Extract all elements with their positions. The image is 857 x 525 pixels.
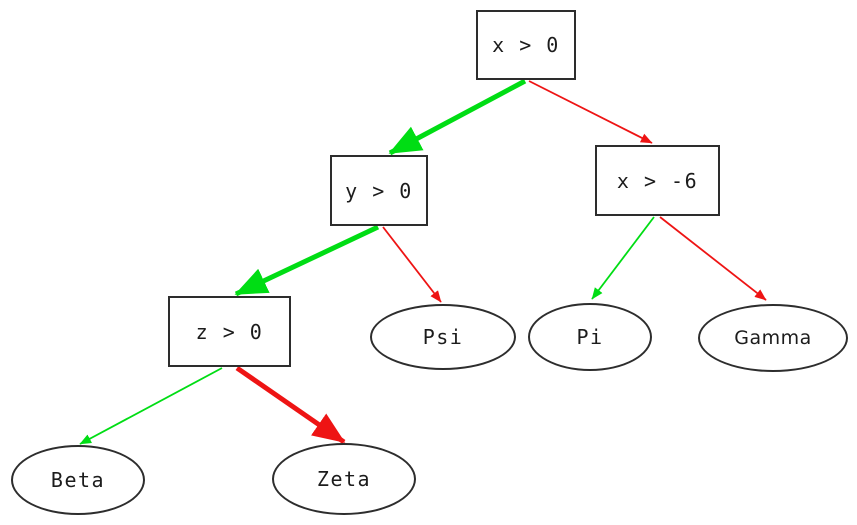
leaf-pi: Pi — [528, 303, 652, 371]
edge-xneg6-to-pi — [591, 216, 655, 300]
node-z-gt-0-label: z > 0 — [195, 319, 264, 344]
leaf-beta: Beta — [11, 445, 145, 515]
leaf-gamma: Gamma — [698, 304, 848, 372]
edge-y0-to-z0 — [234, 224, 380, 297]
leaf-zeta: Zeta — [272, 443, 416, 515]
node-z-gt-0: z > 0 — [168, 296, 291, 367]
node-x-gt-0-label: x > 0 — [492, 33, 560, 57]
edge-z0-to-zeta — [235, 365, 346, 445]
node-y-gt-0: y > 0 — [330, 155, 428, 226]
edge-xneg6-to-gamma — [659, 216, 767, 301]
edge-x0-to-y0 — [388, 78, 527, 156]
leaf-psi-label: Psi — [422, 325, 464, 349]
node-x-gt-neg6: x > -6 — [595, 145, 720, 216]
leaf-pi-label: Pi — [576, 325, 604, 349]
leaf-beta-label: Beta — [50, 468, 106, 492]
edge-x0-to-xneg6 — [528, 80, 653, 144]
node-x-gt-neg6-label: x > -6 — [616, 168, 699, 193]
node-y-gt-0-label: y > 0 — [345, 178, 413, 203]
edge-y0-to-psi — [382, 226, 442, 303]
leaf-psi: Psi — [370, 304, 516, 370]
node-x-gt-0: x > 0 — [476, 10, 576, 80]
leaf-gamma-label: Gamma — [734, 327, 812, 349]
leaf-zeta-label: Zeta — [316, 467, 372, 491]
edge-z0-to-beta — [79, 367, 223, 445]
